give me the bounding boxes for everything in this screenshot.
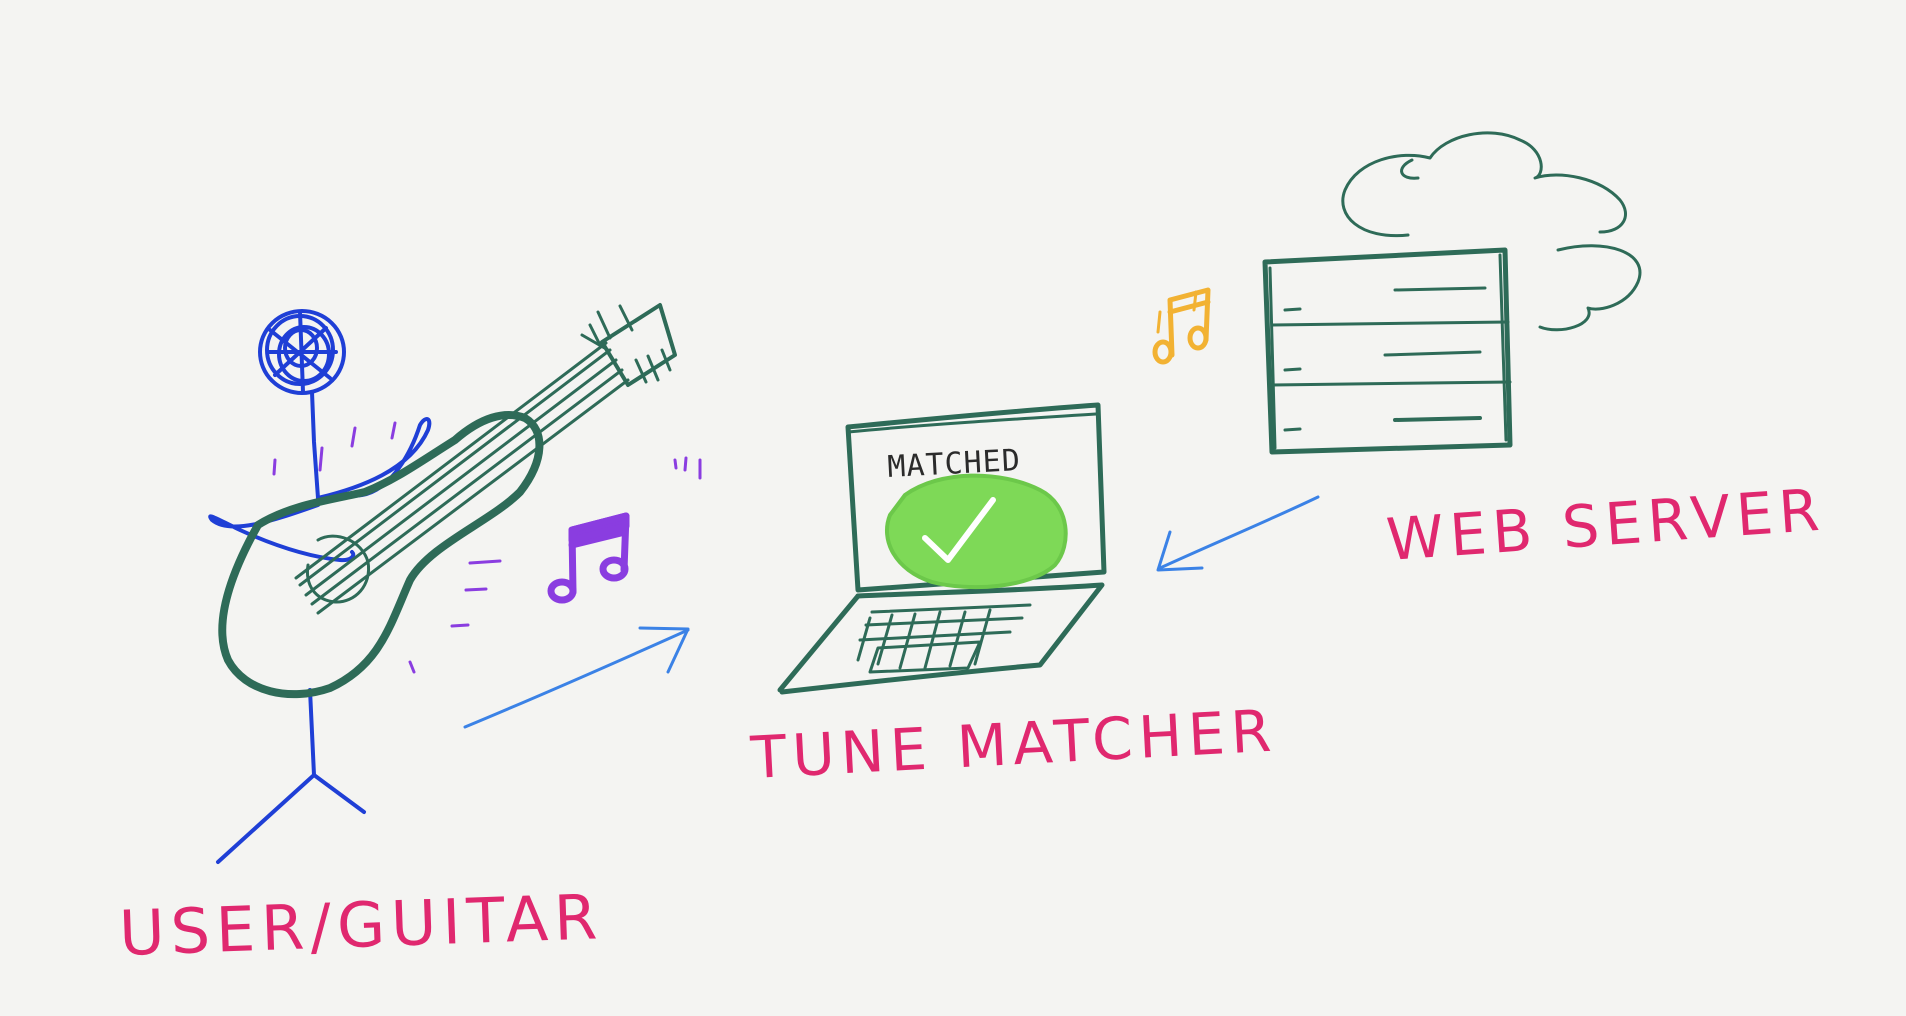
strum-marks — [272, 421, 702, 674]
arrow-to-tune-matcher — [463, 626, 690, 729]
cloud-icon — [1341, 131, 1642, 332]
check-badge-fill — [884, 473, 1068, 590]
music-note-yellow-icon — [1152, 287, 1211, 365]
label-user-guitar: USER/GUITAR — [118, 880, 604, 970]
arrow-to-laptop — [1156, 495, 1320, 572]
guitar — [218, 303, 677, 699]
guitar-neck — [294, 341, 630, 615]
label-tune-matcher: TUNE MATCHER — [748, 697, 1278, 793]
tune-matcher-laptop — [777, 402, 1107, 695]
match-status — [884, 473, 1068, 590]
user-figure — [208, 309, 702, 864]
web-server-rack — [1262, 247, 1513, 455]
laptop-base — [779, 582, 1105, 695]
music-note-purple-icon — [547, 512, 630, 604]
guitar-headstock — [600, 303, 677, 387]
laptop-keyboard — [856, 603, 1032, 674]
check-icon — [922, 497, 996, 563]
user-body — [208, 390, 432, 864]
guitar-body — [218, 411, 544, 699]
label-web-server: WEB SERVER — [1384, 475, 1827, 573]
matched-text: MATCHED — [887, 443, 1022, 485]
laptop-screen — [845, 402, 1107, 593]
user-head — [258, 309, 346, 395]
